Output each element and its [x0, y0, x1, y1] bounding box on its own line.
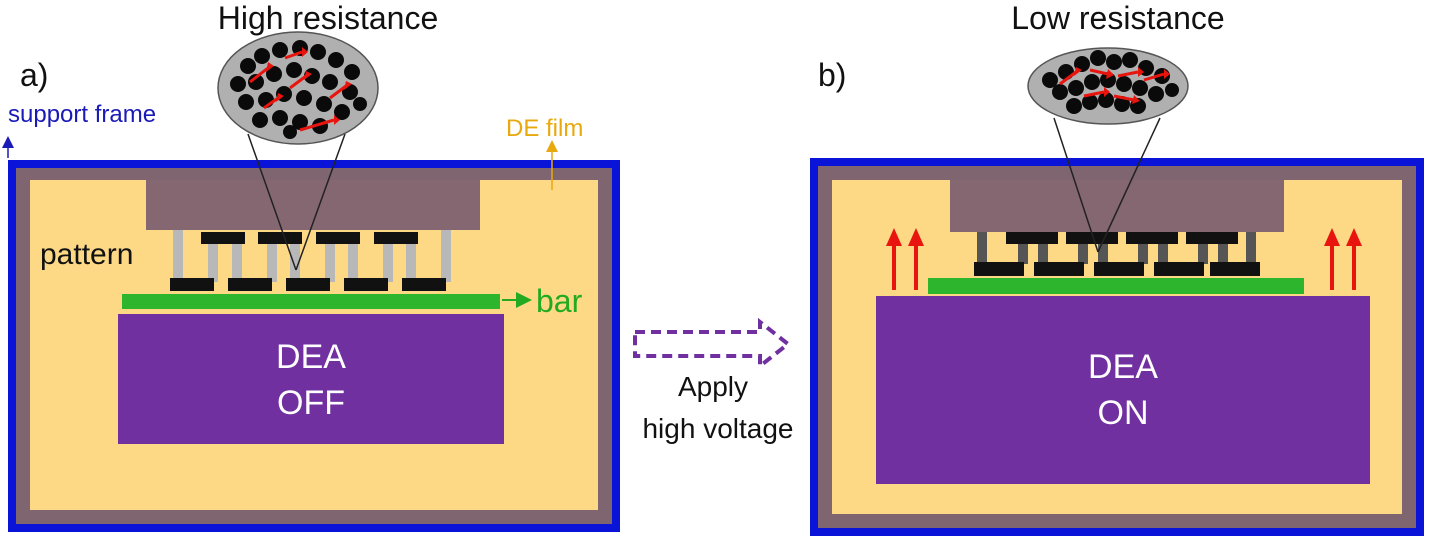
- bar-label: bar: [536, 283, 583, 319]
- panel-b-letter: b): [818, 57, 846, 93]
- zoom-line-b-left: [1053, 117, 1099, 253]
- panel-a: DEA OFF: [2, 0, 620, 532]
- zoom-title-b: Low resistance: [1011, 0, 1224, 36]
- zoom-line-b-right: [1097, 117, 1161, 253]
- dea-b: [876, 296, 1370, 484]
- panel-a-letter: a): [20, 57, 48, 93]
- transition-line2: high voltage: [642, 413, 793, 444]
- expansion-arrows-left: [886, 228, 924, 290]
- bar-a: [122, 294, 500, 309]
- expansion-arrows-right: [1324, 228, 1362, 290]
- dea-b-line1: DEA: [1088, 348, 1158, 386]
- zoom-line-a-right: [295, 133, 346, 271]
- zoom-title-a: High resistance: [218, 0, 439, 36]
- pattern-b: [974, 232, 1260, 276]
- clamp-b: [950, 180, 1284, 232]
- panel-b: DEA ON: [810, 0, 1424, 536]
- pattern-label: pattern: [40, 238, 133, 271]
- bar-b: [928, 278, 1304, 294]
- zoom-bubble-a: [217, 31, 379, 145]
- pattern-a: [170, 230, 451, 291]
- transition-line1: Apply: [678, 371, 748, 402]
- dashed-arrow: [633, 317, 792, 371]
- dea-a-line1: DEA: [276, 338, 346, 376]
- dea-a-line2: OFF: [277, 384, 345, 422]
- zoom-bubble-b: [1027, 47, 1189, 125]
- zoom-line-a-left: [247, 133, 297, 271]
- dea-b-line2: ON: [1098, 394, 1149, 432]
- support-frame-label: support frame: [8, 101, 156, 128]
- de-film-label: DE film: [506, 115, 583, 142]
- dea-a: [118, 314, 504, 444]
- transition-arrow: Apply high voltage: [633, 317, 794, 444]
